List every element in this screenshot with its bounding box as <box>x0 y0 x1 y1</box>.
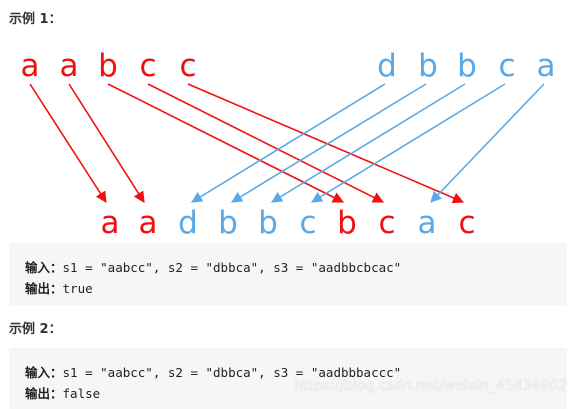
s1-char: c <box>179 48 196 84</box>
s2-char: d <box>377 48 397 84</box>
example-1-heading: 示例 1： <box>9 12 62 27</box>
red-arrow <box>187 83 465 204</box>
s2-char: c <box>498 48 515 84</box>
example-1-input-value: s1 = "aabcc", s2 = "dbbca", s3 = "aadbbc… <box>62 260 402 275</box>
s3-char: a <box>101 205 120 240</box>
s1-char: a <box>60 48 79 84</box>
csdn-watermark: https://blog.csdn.net/weixin_45434902 <box>293 378 567 394</box>
blue-arrow <box>311 83 506 203</box>
blue-arrow <box>430 83 545 203</box>
blue-arrow <box>191 83 386 203</box>
example-1-output-label: 输出： <box>25 281 63 296</box>
red-arrow <box>147 83 385 203</box>
example-1-input-line: 输入：s1 = "aabcc", s2 = "dbbca", s3 = "aad… <box>25 257 551 278</box>
s2-char: a <box>537 48 556 84</box>
red-arrow <box>107 83 345 203</box>
s3-char: a <box>139 205 158 240</box>
s1-char: a <box>21 48 40 84</box>
s3-char: b <box>218 205 238 240</box>
s1-char: c <box>139 48 156 84</box>
example-2-input-line: 输入：s1 = "aabcc", s2 = "dbbca", s3 = "aad… <box>25 362 551 383</box>
blue-arrow <box>231 83 427 203</box>
blue-arrow <box>271 83 466 203</box>
example-1-input-label: 输入： <box>25 260 63 275</box>
interleaving-arrows <box>29 83 545 204</box>
example-2-output-line: 输出：false <box>25 383 551 404</box>
example-2-output-value: false <box>62 386 101 401</box>
s3-char: c <box>458 205 475 240</box>
s3-char: d <box>178 205 198 240</box>
s3-char: a <box>418 205 437 240</box>
s2-char: b <box>418 48 438 84</box>
red-arrow <box>68 83 145 203</box>
example-2-input-label: 输入： <box>25 365 63 380</box>
s2-char: b <box>457 48 477 84</box>
example-2-code-block: 输入：s1 = "aabcc", s2 = "dbbca", s3 = "aad… <box>9 348 567 409</box>
s3-char: c <box>299 205 316 240</box>
example-1-output-line: 输出：true <box>25 278 551 299</box>
s3-char: b <box>258 205 278 240</box>
example-2-input-value: s1 = "aabcc", s2 = "dbbca", s3 = "aadbbb… <box>62 365 402 380</box>
red-arrow <box>29 83 107 203</box>
example-1-code-block: 输入：s1 = "aabcc", s2 = "dbbca", s3 = "aad… <box>9 243 567 305</box>
example-2-output-label: 输出： <box>25 386 63 401</box>
s1-char: b <box>98 48 118 84</box>
example-2-heading: 示例 2： <box>9 322 62 337</box>
s3-char: c <box>378 205 395 240</box>
s3-char: b <box>337 205 357 240</box>
example-1-output-value: true <box>62 281 93 296</box>
